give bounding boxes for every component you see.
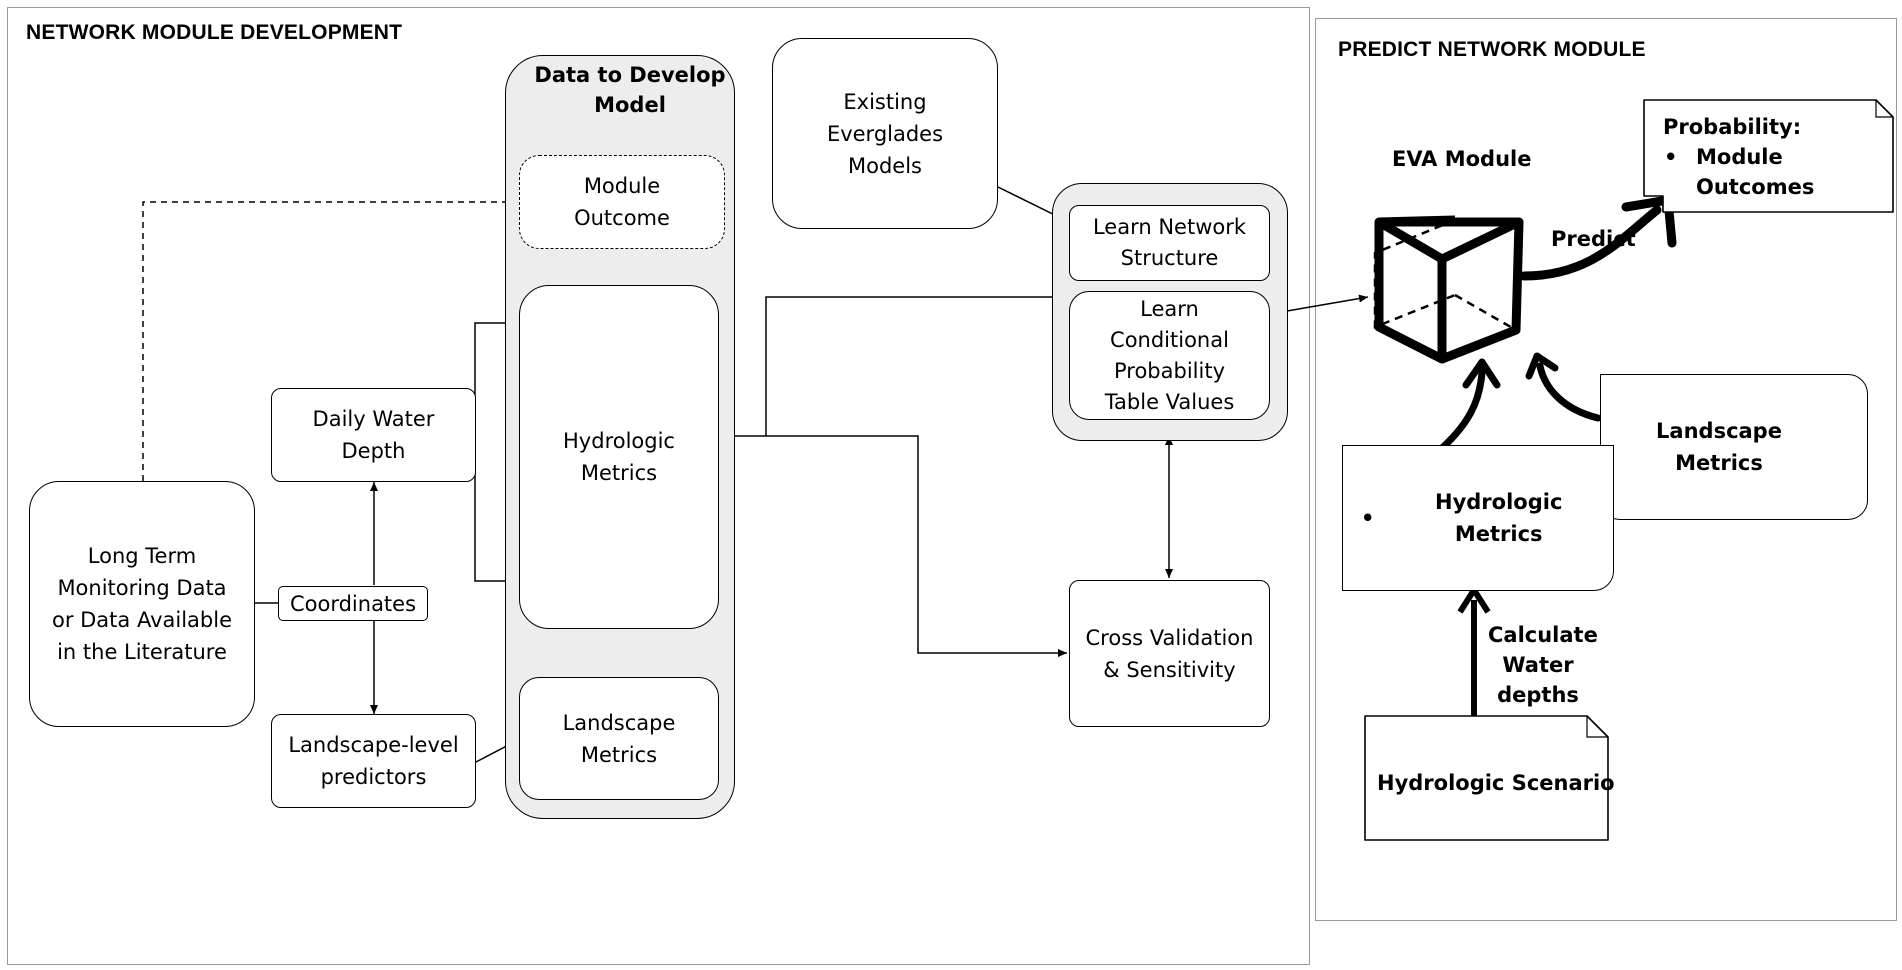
landscape-to-cube-arrow bbox=[1536, 362, 1602, 422]
long-term-monitoring-box: Long Term Monitoring Data or Data Availa… bbox=[29, 481, 255, 727]
left-panel-title: NETWORK MODULE DEVELOPMENT bbox=[26, 21, 403, 44]
landscape-predictors-box: Landscape-level predictors bbox=[271, 714, 476, 808]
hydrologic-metrics-bullet: • bbox=[1361, 506, 1375, 530]
arrow-learn-to-eva bbox=[1286, 294, 1369, 312]
cube-icon bbox=[1373, 215, 1524, 364]
hydro-to-cube-arrow bbox=[1430, 368, 1486, 459]
probability-note-shape bbox=[1643, 99, 1894, 213]
landscape-metrics-right-box: Landscape Metrics bbox=[1600, 374, 1868, 520]
hydrologic-scenario-label: Hydrologic Scenario bbox=[1377, 771, 1615, 795]
learn-cpt-box: Learn Conditional Probability Table Valu… bbox=[1069, 291, 1270, 420]
existing-everglades-models-box: Existing Everglades Models bbox=[772, 38, 998, 229]
arrow-depth-to-hydro-bottom bbox=[474, 433, 517, 585]
hydrologic-metrics-right-label: Hydrologic Metrics bbox=[1435, 490, 1563, 546]
predict-label: Predict bbox=[1551, 227, 1636, 251]
hydrologic-metrics-right-box: • Hydrologic Metrics bbox=[1342, 445, 1614, 591]
probability-bullet: • bbox=[1664, 145, 1678, 169]
predict-arrow bbox=[1519, 205, 1662, 281]
daily-water-depth-box: Daily Water Depth bbox=[271, 388, 476, 482]
coordinates-box: Coordinates bbox=[278, 586, 428, 621]
landscape-metrics-box: Landscape Metrics bbox=[519, 677, 719, 800]
probability-item: Module Outcomes bbox=[1696, 145, 1815, 199]
module-outcome-box: Module Outcome bbox=[519, 155, 725, 249]
arrow-hydro-to-learn bbox=[733, 293, 1067, 437]
learn-network-structure-box: Learn Network Structure bbox=[1069, 205, 1270, 281]
arrow-hydro-to-cross-validation bbox=[766, 435, 1067, 657]
calculate-water-depths-label: Calculate Water depths bbox=[1488, 623, 1598, 707]
probability-title: Probability: bbox=[1663, 115, 1802, 139]
cross-validation-box: Cross Validation & Sensitivity bbox=[1069, 580, 1270, 727]
landscape-metrics-right-label: Landscape Metrics bbox=[1656, 419, 1782, 475]
eva-module-label: EVA Module bbox=[1392, 147, 1532, 171]
hydrologic-scenario-shape bbox=[1364, 715, 1609, 841]
dashed-arrow-to-module-outcome bbox=[142, 198, 517, 481]
data-group-title: Data to Develop Model bbox=[534, 63, 726, 117]
hydrologic-metrics-box: Hydrologic Metrics bbox=[519, 285, 719, 629]
right-panel-title: PREDICT NETWORK MODULE bbox=[1338, 38, 1646, 61]
